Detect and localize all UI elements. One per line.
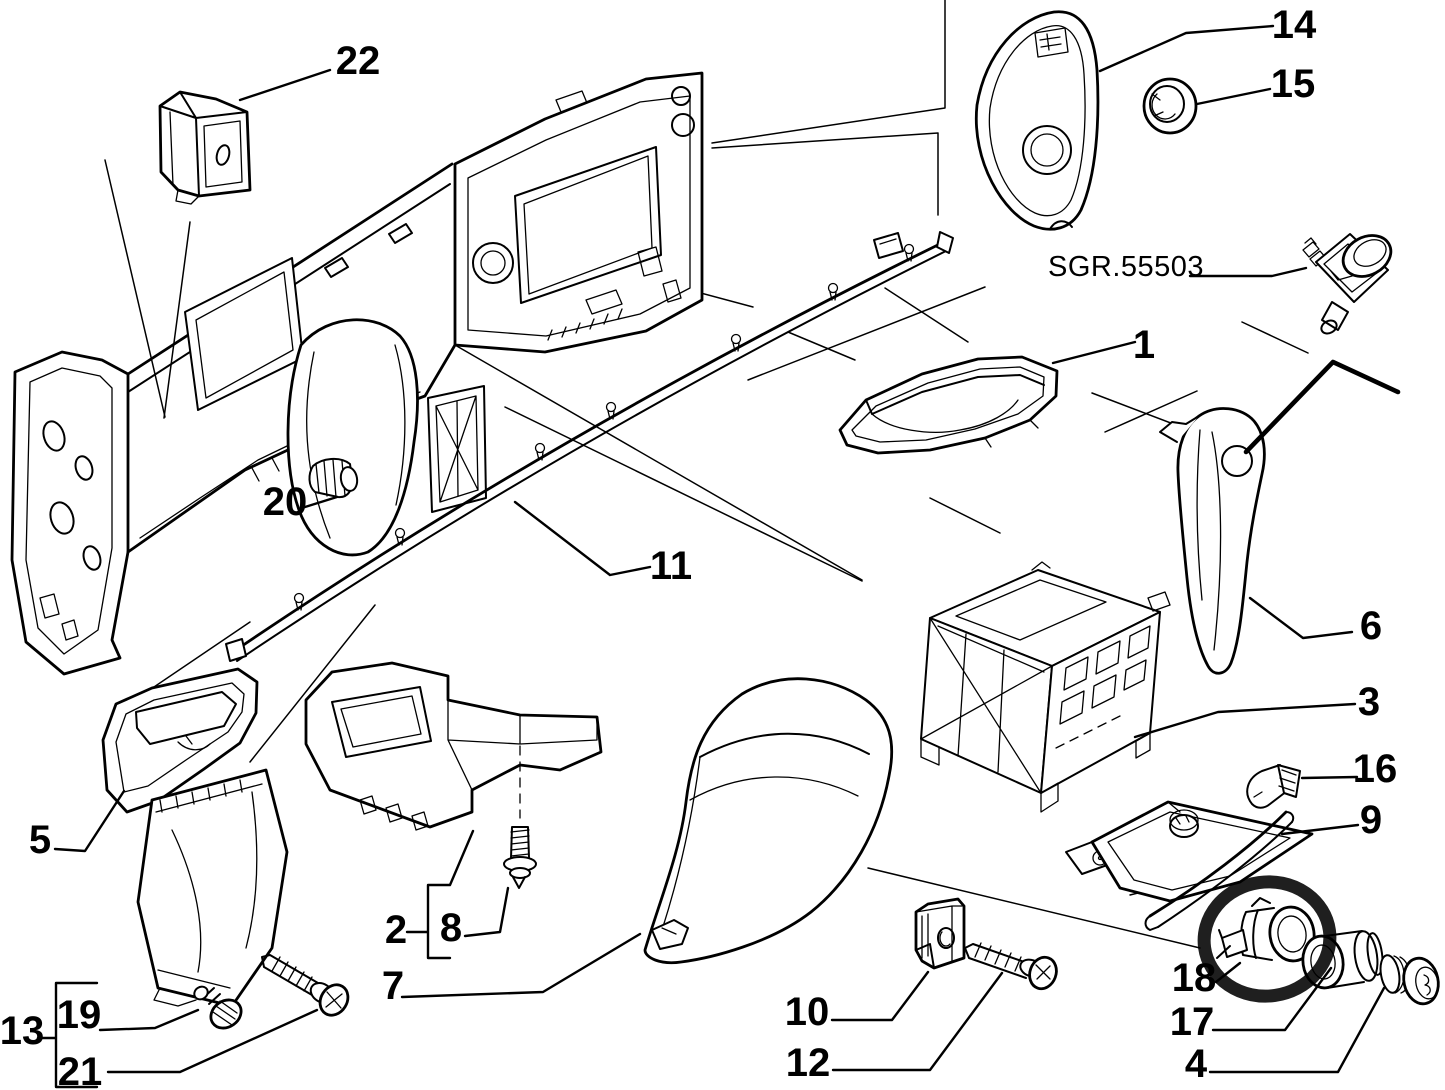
part-label-7: 7 [381,964,405,1008]
part-label-21: 21 [57,1050,103,1090]
part-label-20: 20 [262,480,308,524]
part-label-1: 1 [1132,323,1156,367]
part-label-4: 4 [1184,1042,1208,1086]
part-20-drawing [308,458,359,499]
part-15-drawing [1142,77,1198,135]
part-label-5: 5 [28,818,52,862]
part-label-11: 11 [649,544,693,588]
part-6-drawing [1159,407,1266,675]
part-8-drawing [503,745,537,889]
part-label-22: 22 [335,39,381,83]
part-label-15: 15 [1270,62,1316,106]
part-label-10: 10 [784,990,830,1034]
part-4-drawing [1379,954,1440,1006]
part-22-drawing [158,90,252,205]
part-3-drawing [920,561,1171,813]
part-18-drawing [1216,897,1316,963]
part-label-13: 13 [0,1009,45,1053]
group-code-label: SGR.55503 [1048,251,1205,283]
part-1-drawing [838,355,1059,455]
part-7-drawing [643,677,894,965]
part-label-19: 19 [56,993,102,1037]
part-9-drawing [1065,800,1314,931]
part-label-3: 3 [1357,680,1381,724]
part-2-drawing [304,661,603,831]
leader-lines [36,24,1401,1089]
part-16-drawing [1246,764,1301,809]
part-11-drawing [225,231,954,662]
highlight-ellipse [1197,875,1337,1003]
part-label-17: 17 [1169,1000,1215,1044]
sgr-switch-drawing [1302,233,1393,335]
part-13-drawing [136,768,289,1008]
part-label-12: 12 [785,1041,831,1085]
part-label-2: 2 [384,908,408,952]
part-label-8: 8 [439,906,463,950]
part-label-9: 9 [1359,798,1383,842]
part-5-drawing [101,667,259,814]
part-19-drawing [193,985,243,1030]
part-12-drawing [964,942,1058,991]
part-label-18: 18 [1171,956,1217,1000]
part-14-drawing [974,10,1100,231]
part-label-6: 6 [1359,604,1383,648]
dashboard-frame-drawing [10,71,704,676]
part-10-drawing [914,897,966,970]
part-21-drawing [261,954,350,1017]
part-label-16: 16 [1352,747,1398,791]
part-label-14: 14 [1271,3,1317,47]
